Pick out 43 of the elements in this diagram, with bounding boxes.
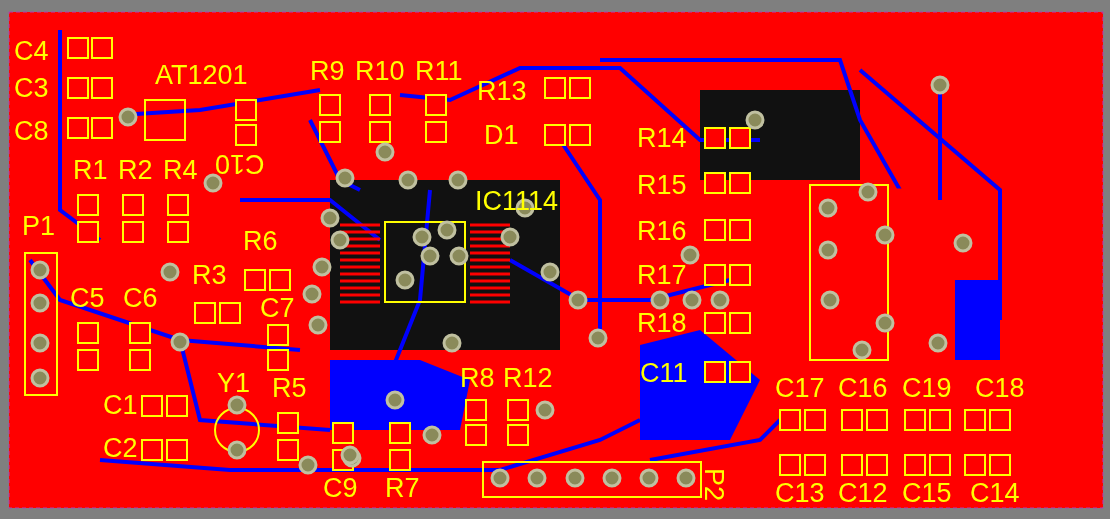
reference-designator: R8 bbox=[460, 365, 495, 392]
reference-designator: C11 bbox=[640, 360, 688, 387]
reference-designator: R3 bbox=[192, 262, 227, 289]
reference-designator: R14 bbox=[637, 125, 687, 152]
reference-designator: C9 bbox=[323, 475, 358, 502]
reference-designator: R17 bbox=[637, 262, 687, 289]
reference-designator: C15 bbox=[902, 480, 952, 507]
reference-designator: C14 bbox=[970, 480, 1020, 507]
reference-designator: C19 bbox=[902, 375, 952, 402]
reference-designator: R12 bbox=[503, 365, 553, 392]
reference-designator: R1 bbox=[73, 157, 108, 184]
reference-designator: P2 bbox=[700, 468, 727, 502]
reference-designator: R4 bbox=[163, 157, 198, 184]
reference-designator: C7 bbox=[260, 295, 295, 322]
reference-designator: C6 bbox=[123, 285, 158, 312]
reference-designator: C17 bbox=[775, 375, 825, 402]
reference-designator: R15 bbox=[637, 172, 687, 199]
reference-designator: C16 bbox=[838, 375, 888, 402]
reference-designator: IC1114 bbox=[475, 188, 559, 215]
reference-designator: C1 bbox=[103, 392, 138, 419]
reference-designator: R13 bbox=[477, 78, 527, 105]
reference-designator: P1 bbox=[22, 213, 56, 240]
reference-designator: C5 bbox=[70, 285, 105, 312]
reference-designator: C3 bbox=[14, 75, 49, 102]
reference-designator: C4 bbox=[14, 38, 49, 65]
reference-designator: R2 bbox=[118, 157, 153, 184]
reference-designator: AT1201 bbox=[155, 62, 248, 89]
reference-designator: R10 bbox=[355, 58, 405, 85]
reference-designator: R5 bbox=[272, 375, 307, 402]
reference-designator: R11 bbox=[415, 58, 463, 85]
reference-designator: R16 bbox=[637, 218, 687, 245]
reference-designator: C8 bbox=[14, 118, 49, 145]
reference-designator: R9 bbox=[310, 58, 345, 85]
reference-designator: Y1 bbox=[217, 370, 251, 397]
reference-designator: D1 bbox=[484, 122, 519, 149]
reference-designator: C12 bbox=[838, 480, 888, 507]
reference-designator: R7 bbox=[385, 475, 420, 502]
reference-designator: C18 bbox=[975, 375, 1025, 402]
reference-designator: R18 bbox=[637, 310, 687, 337]
reference-designator: R6 bbox=[243, 228, 278, 255]
reference-designator: C13 bbox=[775, 480, 825, 507]
reference-designator: C2 bbox=[103, 435, 138, 462]
reference-designator: C10 bbox=[215, 150, 265, 177]
